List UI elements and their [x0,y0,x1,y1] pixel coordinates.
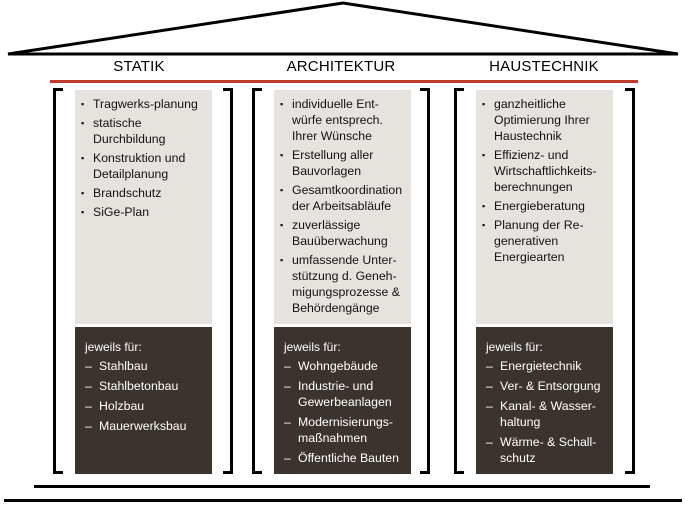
scope-item: Öffentliche Bauten [284,450,407,466]
foundation-line-upper [34,485,650,488]
service-item: statische Durchbildung [81,115,208,147]
service-item: Effizienz- und Wirtschaftlichkeits-berec… [482,147,609,195]
scope-item: Holzbau [85,398,208,414]
scope-item: Industrie- und Gewerbeanlagen [284,378,407,410]
services-panel-statik: Tragwerks-planung statische Durchbildung… [75,90,212,324]
scope-item: Wohngebäude [284,358,407,374]
foundation-line-lower [4,499,682,502]
service-item: ganzheitliche Optimierung Ihrer Haustech… [482,96,609,144]
column-title-haustechnik: HAUSTECHNIK [489,58,599,75]
scope-panel-architektur: jeweils für: Wohngebäude Industrie- und … [274,327,411,474]
scope-item: Stahlbetonbau [85,378,208,394]
service-item: Gesamtkoordination der Arbeitsabläufe [280,182,407,214]
service-item: Planung der Re-generativen Energiearten [482,217,609,265]
scope-item: Mauerwerksbau [85,418,208,434]
scope-heading: jeweils für: [284,340,341,354]
service-item: Erstellung aller Bauvorlagen [280,147,407,179]
scope-item: Modernisierungs-maßnahmen [284,414,407,446]
service-item: individuelle Ent-würfe entsprech. Ihrer … [280,96,407,144]
service-item: Brandschutz [81,185,208,201]
column-title-architektur: ARCHITEKTUR [286,58,396,75]
scope-item: Kanal- & Wasser-haltung [486,398,609,430]
scope-item: Energietechnik [486,358,609,374]
pillar-bracket-left [454,88,464,474]
pillar-bracket-left [252,88,262,474]
scope-item: Ver- & Entsorgung [486,378,609,394]
roof [7,1,679,56]
red-divider-line [50,80,638,83]
column-title-statik: STATIK [113,58,165,75]
services-panel-architektur: individuelle Ent-würfe entsprech. Ihrer … [274,90,411,324]
pillar-bracket-left [53,88,63,474]
service-item: Konstruktion und Detailplanung [81,150,208,182]
pillar-bracket-right [223,88,233,474]
scope-panel-haustechnik: jeweils für: Energietechnik Ver- & Entso… [476,327,613,474]
pillar-bracket-right [420,88,430,474]
service-item: Tragwerks-planung [81,96,208,112]
service-item: zuverlässige Bauüberwachung [280,217,407,249]
service-item: umfassende Unter-stützung d. Geneh-migun… [280,252,407,316]
services-panel-haustechnik: ganzheitliche Optimierung Ihrer Haustech… [476,90,613,324]
service-item: SiGe-Plan [81,204,208,220]
scope-heading: jeweils für: [486,340,543,354]
scope-heading: jeweils für: [85,340,142,354]
scope-panel-statik: jeweils für: Stahlbau Stahlbetonbau Holz… [75,327,212,474]
service-item: Energieberatung [482,198,609,214]
scope-item: Wärme- & Schall-schutz [486,434,609,466]
scope-item: Stahlbau [85,358,208,374]
pillar-bracket-right [625,88,635,474]
